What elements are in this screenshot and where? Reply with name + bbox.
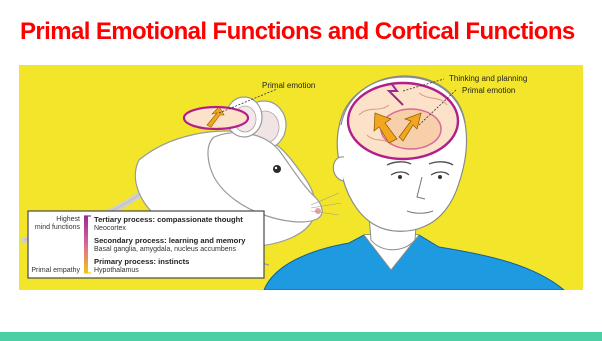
- human-primal-emotion-label: Primal emotion: [462, 86, 515, 95]
- footer-accent-bar: [0, 332, 602, 341]
- rat-primal-emotion-label: Primal emotion: [262, 81, 315, 90]
- legend-gradient-bar: [84, 216, 88, 273]
- legend-item-primary-detail: Hypothalamus: [94, 267, 139, 274]
- legend-item-primary-title: Primary process: instincts: [94, 257, 189, 266]
- legend-item-tertiary-detail: Neocortex: [94, 225, 126, 232]
- brain-illustration: Primal emotion: [19, 65, 583, 290]
- legend-item-secondary-detail: Basal ganglia, amygdala, nucleus accumbe…: [94, 246, 237, 253]
- slide-title: Primal Emotional Functions and Cortical …: [20, 18, 575, 46]
- legend-bottom-label: Primal empathy: [31, 267, 80, 274]
- legend-top-label-line1: Highest: [56, 216, 80, 223]
- legend-item-tertiary-title: Tertiary process: compassionate thought: [94, 215, 243, 224]
- legend-top-label-line2: mind functions: [35, 224, 81, 231]
- legend-box: Highest mind functions Primal empathy Te…: [28, 211, 264, 278]
- legend-item-secondary-title: Secondary process: learning and memory: [94, 236, 246, 245]
- human-thinking-planning-label: Thinking and planning: [449, 74, 527, 83]
